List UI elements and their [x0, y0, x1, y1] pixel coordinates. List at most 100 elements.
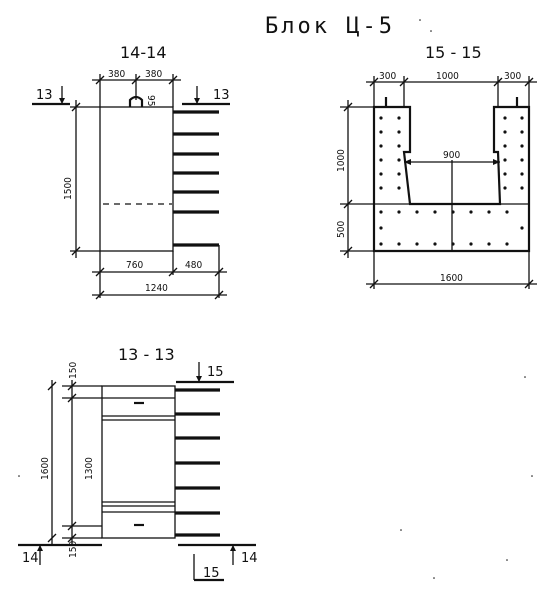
- rebar-dot: [433, 242, 437, 246]
- dim-15-inner: 900: [443, 150, 460, 161]
- dim-tick: [343, 102, 353, 112]
- dim-tick: [47, 381, 57, 391]
- rebar-dot: [487, 242, 491, 246]
- dim-14-top-left: 380: [108, 69, 125, 80]
- rebar-dot: [451, 210, 455, 214]
- dim-15-top-mid: 1000: [436, 71, 459, 82]
- rebar-dot: [397, 116, 401, 120]
- dim-tick: [95, 267, 105, 277]
- dim-tick: [67, 393, 77, 403]
- speck: [400, 529, 402, 531]
- rebar-dot: [451, 242, 455, 246]
- rebar-dot: [520, 172, 524, 176]
- dim-arrow: [493, 159, 500, 165]
- cut-arrowhead-15-top: [196, 376, 202, 382]
- cut-mark-15-bottom: 15: [203, 566, 220, 581]
- rebar-dot: [379, 210, 383, 214]
- rebar-dot: [379, 242, 383, 246]
- dim-14-top-right: 380: [145, 69, 162, 80]
- dim-tick: [524, 77, 534, 87]
- dim-tick: [493, 77, 503, 87]
- section-14-14: 14-14 13 13 380 380 95: [32, 43, 230, 300]
- dim-tick: [71, 246, 81, 256]
- drawing-title: Блок Ц-5: [265, 14, 395, 39]
- dim-13-bottom: 150: [68, 541, 79, 558]
- dim-tick: [131, 75, 141, 85]
- section-15-15: 15 - 15 300 1000 300 900: [336, 43, 537, 289]
- dim-tick: [168, 267, 178, 277]
- rebar-dot: [503, 116, 507, 120]
- rebar-dots-15: [379, 116, 524, 246]
- dim-14-bottom-left: 760: [126, 260, 143, 271]
- rebar-dot: [503, 144, 507, 148]
- section-13-13: 13 - 13 15 15: [18, 345, 258, 582]
- speck: [433, 577, 435, 579]
- speck: [524, 376, 526, 378]
- rebar-dot: [379, 172, 383, 176]
- rebar-dot: [379, 186, 383, 190]
- cut-mark-15-top: 15: [207, 365, 224, 380]
- rebar-dot: [520, 116, 524, 120]
- dim-tick: [95, 75, 105, 85]
- rebar-dot: [397, 210, 401, 214]
- dim-tick: [47, 533, 57, 543]
- dim-14-height: 1500: [63, 177, 74, 200]
- rebar-dot: [397, 172, 401, 176]
- dim-tick: [71, 102, 81, 112]
- section-14-label: 14-14: [120, 43, 167, 62]
- rebar-dot: [520, 186, 524, 190]
- cut-mark-14-left: 14: [22, 551, 39, 566]
- rebar-dot: [379, 144, 383, 148]
- dim-15-top-left: 300: [379, 71, 396, 82]
- rebar-dot: [397, 242, 401, 246]
- rebar-dot: [397, 144, 401, 148]
- dim-arrow: [404, 159, 411, 165]
- cut-arrowhead-14-left: [37, 545, 43, 551]
- dim-tick: [67, 381, 77, 391]
- rebar-dot: [505, 210, 509, 214]
- dim-15-width: 1600: [440, 273, 463, 284]
- rebar-dot: [520, 226, 524, 230]
- section-13-label: 13 - 13: [118, 345, 175, 364]
- rebar-dot: [379, 130, 383, 134]
- rebar-dot: [505, 242, 509, 246]
- dim-14-total: 1240: [145, 283, 168, 294]
- rebar-dot: [415, 210, 419, 214]
- rebar-dot: [487, 210, 491, 214]
- cut-arrowhead-13-right: [194, 98, 200, 104]
- speck: [419, 19, 421, 21]
- dim-15-top-right: 300: [504, 71, 521, 82]
- cut-arrowhead-14-right: [230, 545, 236, 551]
- dim-14-hook: 95: [145, 95, 156, 106]
- speck: [506, 559, 508, 561]
- cut-mark-13-right: 13: [213, 88, 230, 103]
- dim-13-total: 1600: [40, 457, 51, 480]
- dim-15-height-lower: 500: [336, 221, 347, 238]
- dim-tick: [214, 267, 224, 277]
- cut-mark-13-left: 13: [36, 88, 53, 103]
- rebar-dot: [433, 210, 437, 214]
- dim-tick: [67, 533, 77, 543]
- block-body-13: [101, 385, 176, 539]
- dim-tick: [524, 279, 534, 289]
- dim-tick: [343, 199, 353, 209]
- rebar-dot: [397, 158, 401, 162]
- speck: [18, 475, 20, 477]
- rebar-dot: [469, 242, 473, 246]
- rebar-dot: [415, 242, 419, 246]
- rebar-dot: [379, 226, 383, 230]
- rebar-dot: [397, 186, 401, 190]
- dim-tick: [67, 521, 77, 531]
- speck: [430, 30, 432, 32]
- speck: [531, 475, 533, 477]
- rebar-dot: [503, 172, 507, 176]
- dim-tick: [214, 290, 224, 300]
- rebar-dot: [503, 130, 507, 134]
- rebar-dot: [469, 210, 473, 214]
- dim-tick: [343, 246, 353, 256]
- cut-mark-14-right: 14: [241, 551, 258, 566]
- rebar-dot: [397, 130, 401, 134]
- rebar-dot: [379, 116, 383, 120]
- rebar-dot: [379, 158, 383, 162]
